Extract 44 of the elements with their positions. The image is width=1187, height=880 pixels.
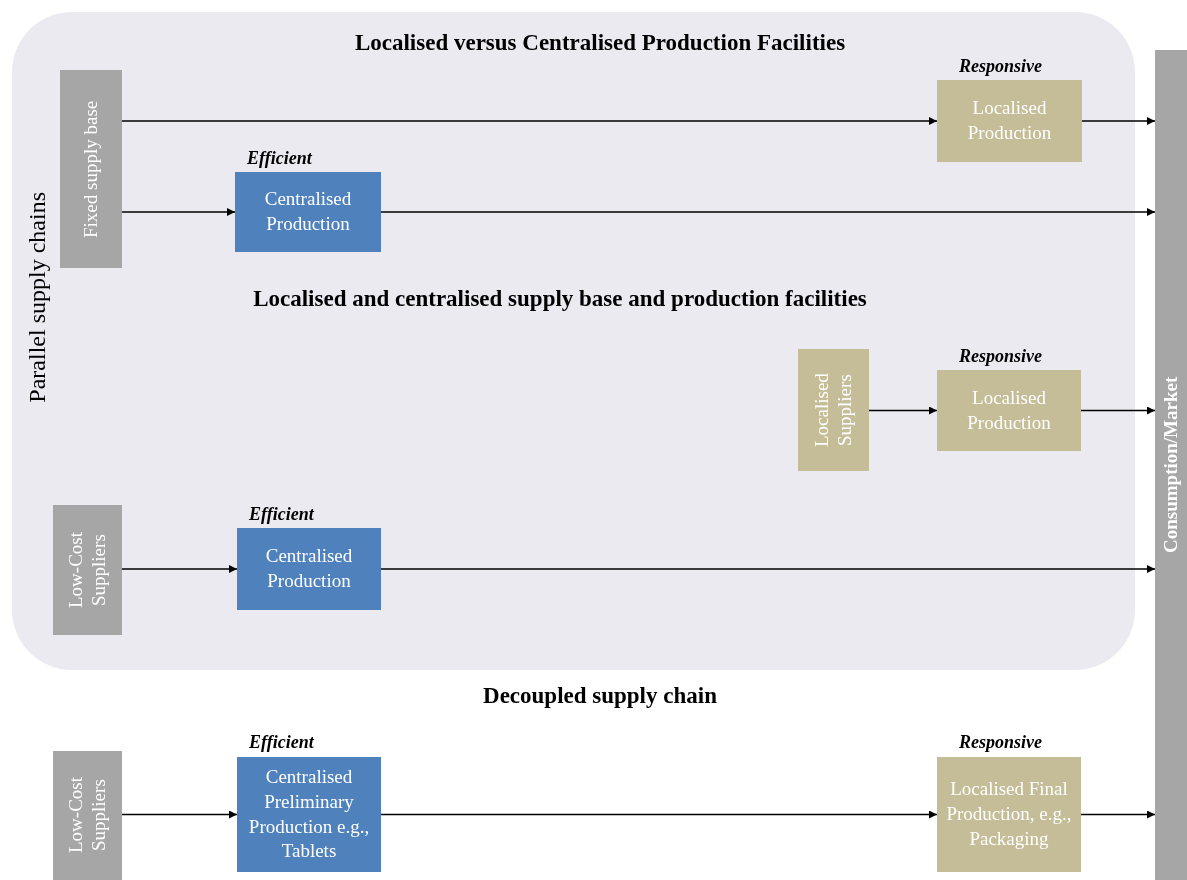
strategy-label: Responsive	[959, 732, 1042, 753]
section-heading: Localised and centralised supply base and production facilities	[253, 286, 867, 312]
arrow	[1080, 810, 1156, 819]
responsive-box	[937, 757, 1081, 872]
box-text: Fixed supply base	[79, 99, 102, 240]
strategy-label: Efficient	[249, 732, 314, 753]
box-text: Centralised Production	[264, 544, 354, 593]
section-heading: Decoupled supply chain	[483, 683, 717, 709]
group-panel	[12, 12, 1135, 670]
arrow	[1080, 406, 1156, 415]
strategy-label: Responsive	[959, 345, 1042, 368]
box-text: Localised Suppliers	[810, 372, 856, 449]
arrow	[380, 810, 938, 819]
box-text: Consumption/Market	[1159, 375, 1182, 556]
box-text: Localised Production	[966, 385, 1052, 435]
box-text: Localised Production	[966, 96, 1053, 145]
arrow	[1081, 117, 1156, 125]
efficient-box	[237, 757, 381, 872]
responsive-box	[937, 370, 1081, 451]
supplier-bar	[53, 751, 122, 880]
strategy-label: Efficient	[247, 147, 312, 170]
box-text: Low-Cost Suppliers	[64, 531, 110, 610]
section-heading: Localised versus Centralised Production Facilities	[354, 30, 846, 56]
arrow	[380, 208, 1156, 216]
responsive-box	[798, 349, 869, 471]
box-text: Localised Final Production, e.g., Packaging	[945, 777, 1073, 851]
arrow	[868, 406, 938, 415]
efficient-box	[235, 172, 381, 252]
group-title: Parallel supply chains	[23, 192, 51, 403]
box-text: Centralised Production	[263, 187, 353, 236]
arrow	[380, 565, 1156, 573]
supplier-bar	[53, 505, 122, 635]
arrow	[121, 810, 238, 819]
arrow	[121, 117, 938, 125]
box-text: Low-Cost Suppliers	[64, 776, 110, 856]
arrow	[121, 565, 238, 573]
responsive-box	[937, 80, 1082, 162]
market-bar	[1155, 50, 1187, 880]
supplier-bar	[60, 70, 122, 268]
box-text: Centralised Preliminary Production e.g., Tablets	[247, 765, 371, 864]
arrow	[121, 208, 236, 216]
strategy-label: Responsive	[959, 55, 1042, 78]
strategy-label: Efficient	[249, 503, 314, 526]
efficient-box	[237, 528, 381, 610]
